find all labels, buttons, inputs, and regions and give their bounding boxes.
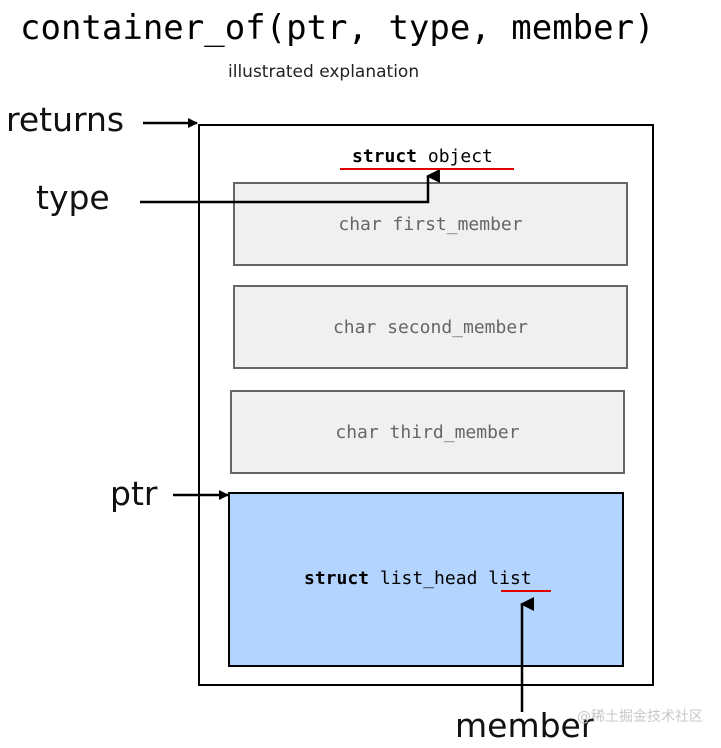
diagram-subtitle: illustrated explanation bbox=[228, 62, 420, 82]
struct-name: object bbox=[427, 146, 493, 167]
second-member-text: char second_member bbox=[332, 316, 529, 338]
third-member-text: char third_member bbox=[335, 421, 520, 443]
list-struct-keyword: struct bbox=[304, 568, 370, 589]
first-member-box: char first_member bbox=[233, 182, 628, 266]
returns-label: returns bbox=[6, 100, 125, 139]
type-label: type bbox=[36, 178, 110, 217]
list-head-declaration: struct list_head list bbox=[304, 568, 532, 589]
second-member-box: char second_member bbox=[233, 285, 628, 369]
third-member-box: char third_member bbox=[230, 390, 625, 474]
list-head-box bbox=[228, 492, 624, 667]
first-member-text: char first_member bbox=[338, 213, 523, 235]
ptr-label: ptr bbox=[110, 474, 158, 513]
struct-object-box bbox=[198, 124, 654, 686]
type-arrow bbox=[140, 169, 440, 204]
watermark-text: @稀土掘金技术社区 bbox=[577, 709, 703, 725]
member-label: member bbox=[455, 706, 595, 745]
struct-keyword: struct bbox=[352, 146, 418, 167]
diagram-title: container_of(ptr, type, member) bbox=[20, 8, 655, 48]
list-member-name: list bbox=[488, 568, 532, 589]
list-head-type: list_head bbox=[379, 568, 478, 589]
struct-object-declaration: struct object bbox=[352, 146, 493, 167]
